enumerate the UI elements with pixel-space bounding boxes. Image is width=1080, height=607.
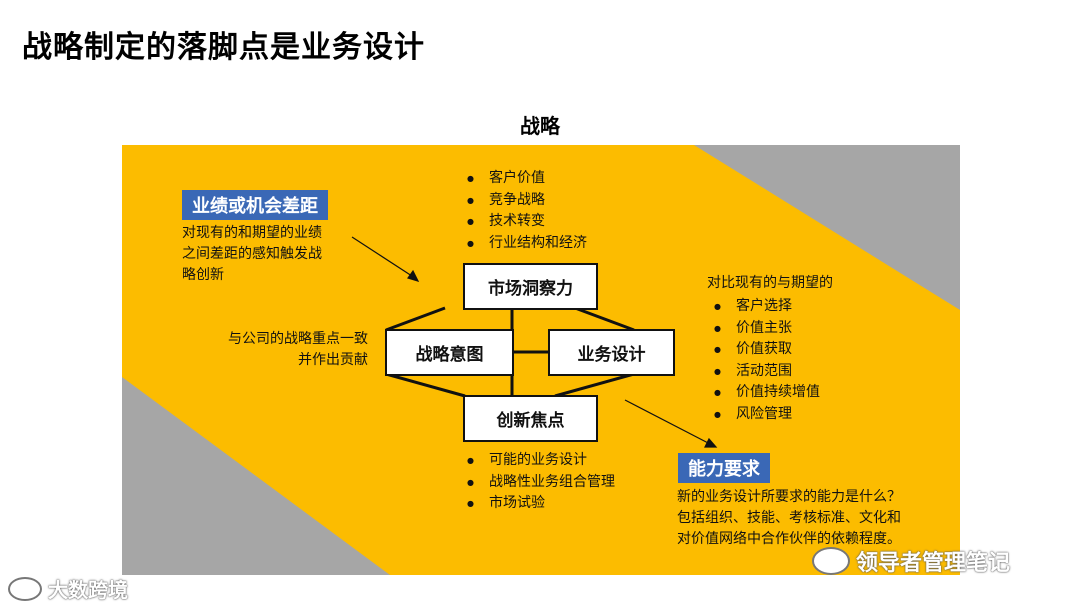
strategic-intent-box: 战略意图 [385, 329, 514, 376]
gap-desc-line: 之间差距的感知触发战 [182, 246, 322, 262]
performance-gap-tag: 业绩或机会差距 [182, 190, 328, 220]
gap-description: 对现有的和期望的业绩 之间差距的感知触发战 略创新 [182, 223, 352, 286]
capability-requirement-tag: 能力要求 [678, 453, 770, 483]
watermark-right: 领导者管理笔记 [812, 545, 1010, 577]
list-item: 可能的业务设计 [467, 450, 615, 472]
list-item: 活动范围 [714, 361, 820, 383]
connector-lines [385, 306, 635, 398]
compare-heading: 对比现有的与期望的 [707, 275, 833, 291]
diagram-title: 战略 [520, 114, 560, 138]
list-item: 战略性业务组合管理 [467, 472, 615, 494]
gap-desc-line: 对现有的和期望的业绩 [182, 225, 322, 241]
list-item: 客户价值 [467, 168, 587, 190]
brand-logo-icon [8, 576, 42, 601]
gray-corner-bottom-left [122, 377, 390, 575]
market-insight-box: 市场洞察力 [463, 263, 598, 310]
wechat-icon [812, 547, 850, 575]
alignment-desc-line: 并作出贡献 [298, 352, 368, 368]
capability-desc-line: 包括组织、技能、考核标准、文化和 [677, 510, 901, 526]
list-item: 价值持续增值 [714, 382, 820, 404]
arrows [351, 236, 718, 448]
innovation-focus-list: 可能的业务设计 战略性业务组合管理 市场试验 [467, 450, 615, 515]
business-design-box: 业务设计 [548, 329, 675, 376]
capability-desc-line: 对价值网络中合作伙伴的依赖程度。 [677, 531, 901, 547]
gray-corner-top-right [694, 145, 960, 310]
list-item: 行业结构和经济 [467, 233, 587, 255]
innovation-focus-box: 创新焦点 [463, 395, 598, 442]
watermark-left-text: 大数跨境 [48, 578, 128, 602]
capability-description: 新的业务设计所要求的能力是什么？ 包括组织、技能、考核标准、文化和 对价值网络中… [677, 487, 957, 550]
list-item: 价值主张 [714, 318, 820, 340]
diagram-panel: 市场洞察力 战略意图 业务设计 创新焦点 业绩或机会差距 能力要求 对现有的和期… [122, 145, 960, 575]
list-item: 市场试验 [467, 493, 615, 515]
business-design-list: 客户选择 价值主张 价值获取 活动范围 价值持续增值 风险管理 [714, 296, 820, 425]
alignment-description: 与公司的战略重点一致 并作出贡献 [202, 329, 368, 371]
page-title: 战略制定的落脚点是业务设计 [22, 30, 425, 65]
diagram-graphics [122, 145, 960, 575]
watermark-left: 大数跨境 [8, 574, 128, 603]
alignment-desc-line: 与公司的战略重点一致 [228, 331, 368, 347]
list-item: 价值获取 [714, 339, 820, 361]
watermark-right-text: 领导者管理笔记 [856, 551, 1011, 576]
list-item: 竞争战略 [467, 190, 587, 212]
list-item: 风险管理 [714, 404, 820, 426]
capability-desc-line: 新的业务设计所要求的能力是什么？ [677, 489, 901, 505]
market-insight-list: 客户价值 竞争战略 技术转变 行业结构和经济 [467, 168, 587, 254]
list-item: 技术转变 [467, 211, 587, 233]
list-item: 客户选择 [714, 296, 820, 318]
gap-desc-line: 略创新 [182, 267, 224, 283]
